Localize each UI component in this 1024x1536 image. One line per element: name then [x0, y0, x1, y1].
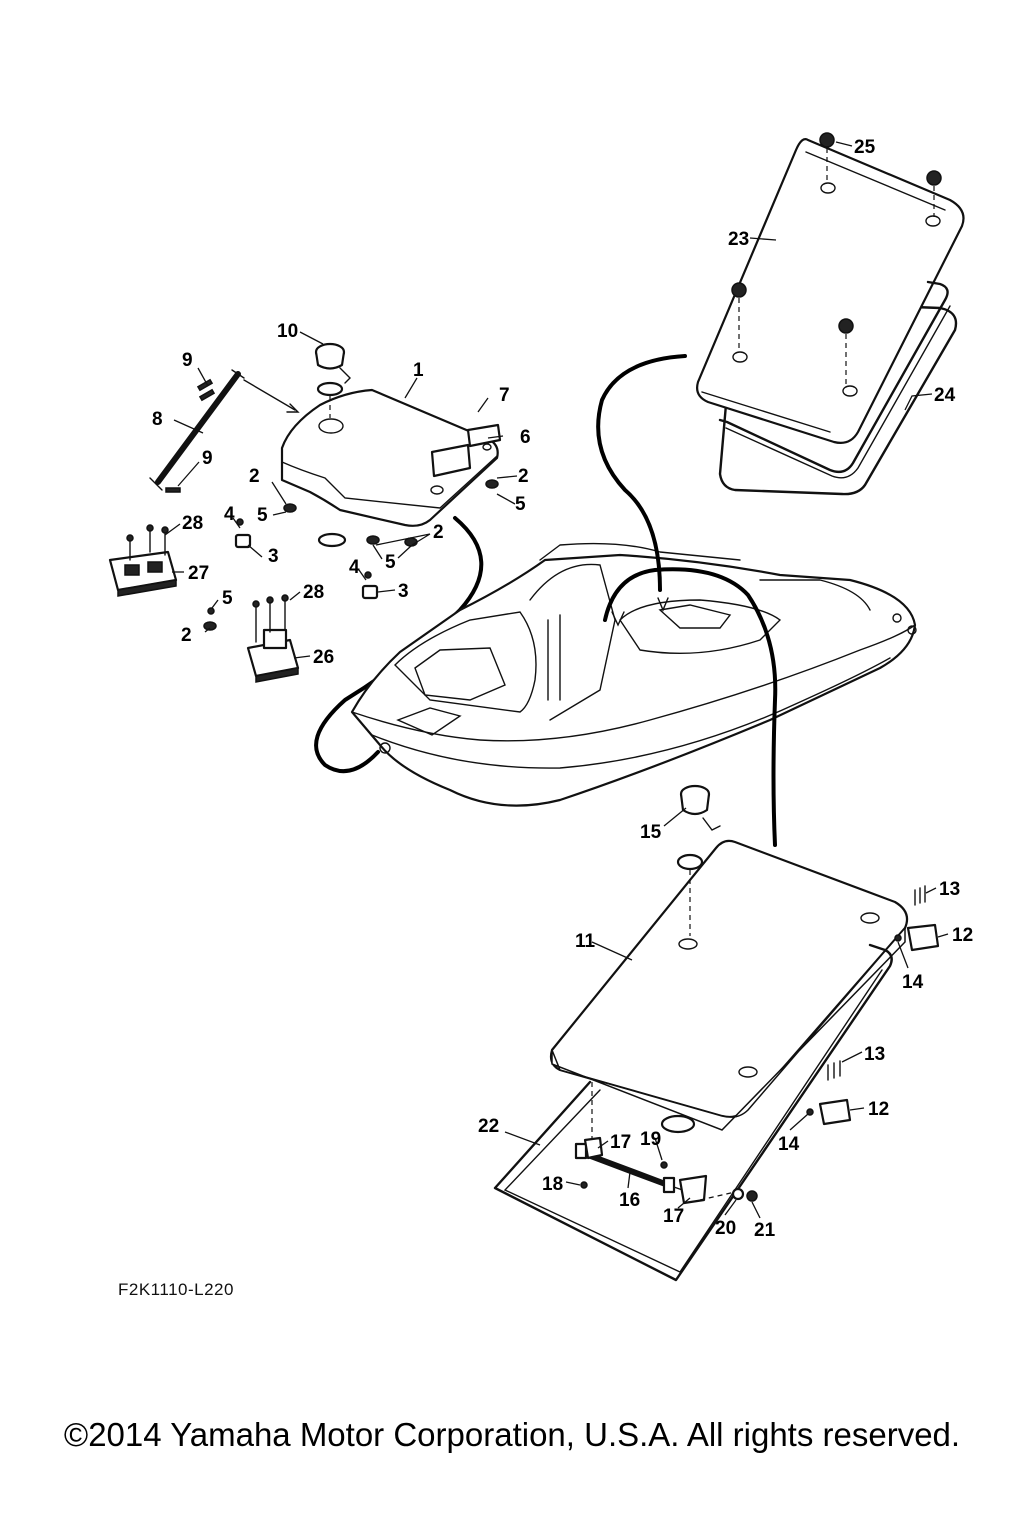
callout-2-a: 2: [249, 466, 260, 487]
copyright-notice: ©2014 Yamaha Motor Corporation, U.S.A. A…: [63, 1416, 961, 1453]
callout-labels: 1 2 2 2 2 3 3 4 4 5 5 5 5 6 7 8 9 9 10 1…: [152, 137, 973, 1241]
callout-9-b: 9: [202, 448, 213, 469]
fasteners-left: [203, 518, 379, 631]
callout-16: 16: [619, 1190, 640, 1211]
callout-14-b: 14: [778, 1134, 800, 1155]
callout-3-b: 3: [398, 581, 409, 602]
callout-11: 11: [575, 931, 596, 952]
hinges-lower: [806, 885, 940, 1126]
support-strap: [149, 369, 300, 493]
arrow-right: [657, 597, 669, 612]
callout-6: 6: [520, 427, 531, 448]
callout-22: 22: [478, 1116, 499, 1137]
front-hatch-cover: [280, 388, 502, 548]
callout-4-b: 4: [349, 557, 360, 578]
callout-18: 18: [542, 1174, 563, 1195]
leader-lines: [164, 141, 949, 1219]
cable-center: [596, 354, 687, 592]
hatch-gasket-lower: [493, 943, 893, 1282]
callout-12-b: 12: [868, 1099, 889, 1120]
hatch-cover-upper: [696, 132, 965, 496]
parts-diagram: 1 2 2 2 2 3 3 4 4 5 5 5 5 6 7 8 9 9 10 1…: [108, 132, 973, 1282]
callout-13-b: 13: [864, 1044, 885, 1065]
callout-5-b: 5: [515, 494, 526, 515]
diagram-code: F2K1110-L220: [118, 1280, 234, 1299]
gas-strut: [574, 1082, 758, 1205]
bracket-26: [246, 594, 300, 683]
callout-5-c: 5: [385, 552, 396, 573]
boat-hull: [350, 542, 917, 807]
callout-2-c: 2: [433, 522, 444, 543]
callout-13-a: 13: [939, 879, 960, 900]
callout-8: 8: [152, 409, 163, 430]
callout-3-a: 3: [268, 546, 279, 567]
callout-12-a: 12: [952, 925, 973, 946]
callout-20: 20: [715, 1218, 736, 1239]
callout-10: 10: [277, 321, 298, 342]
callout-2-d: 2: [181, 625, 192, 646]
callout-17-b: 17: [663, 1206, 684, 1227]
callout-5-a: 5: [257, 505, 268, 526]
callout-4-a: 4: [224, 504, 235, 525]
callout-2-b: 2: [518, 466, 529, 487]
callout-7: 7: [499, 385, 510, 406]
arrow-left: [611, 611, 625, 627]
callout-26: 26: [313, 647, 334, 668]
callout-24: 24: [934, 385, 956, 406]
callout-9-a: 9: [182, 350, 193, 371]
callout-19: 19: [640, 1129, 661, 1150]
gauge-upper: [314, 342, 351, 418]
gauge-lower: [660, 784, 721, 1134]
callout-17-a: 17: [610, 1132, 631, 1153]
callout-27: 27: [188, 563, 209, 584]
callout-1: 1: [413, 360, 424, 381]
callout-28-b: 28: [303, 582, 324, 603]
bracket-27: [108, 524, 178, 597]
callout-14-a: 14: [902, 972, 924, 993]
cable-front: [314, 516, 484, 774]
callout-5-d: 5: [222, 588, 233, 609]
cable-right: [603, 567, 778, 847]
callout-25: 25: [854, 137, 876, 158]
hatch-cover-lower: [549, 839, 909, 1131]
hatch-gasket-upper: [718, 280, 951, 479]
callout-23: 23: [728, 229, 749, 250]
callout-21: 21: [754, 1220, 776, 1241]
callout-28-a: 28: [182, 513, 203, 534]
callout-15: 15: [640, 822, 662, 843]
